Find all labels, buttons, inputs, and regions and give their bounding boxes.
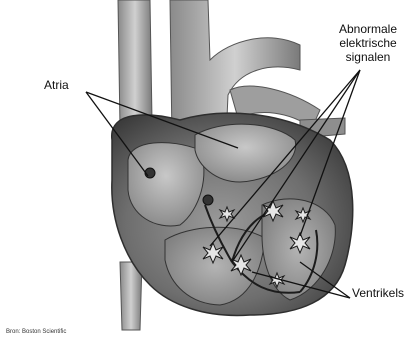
abnormal-label-line1: Abnormale	[318, 22, 418, 36]
av-node	[203, 195, 213, 205]
abnormal-signals-label: Abnormale elektrische signalen	[318, 22, 418, 64]
abnormal-label-line3: signalen	[318, 50, 418, 64]
ventricles-label: Ventrikels	[352, 286, 404, 300]
source-credit: Bron: Boston Scientific	[6, 329, 66, 336]
abnormal-label-line2: elektrische	[318, 36, 418, 50]
superior-vena-cava	[118, 0, 152, 128]
atria-label: Atria	[44, 78, 69, 92]
